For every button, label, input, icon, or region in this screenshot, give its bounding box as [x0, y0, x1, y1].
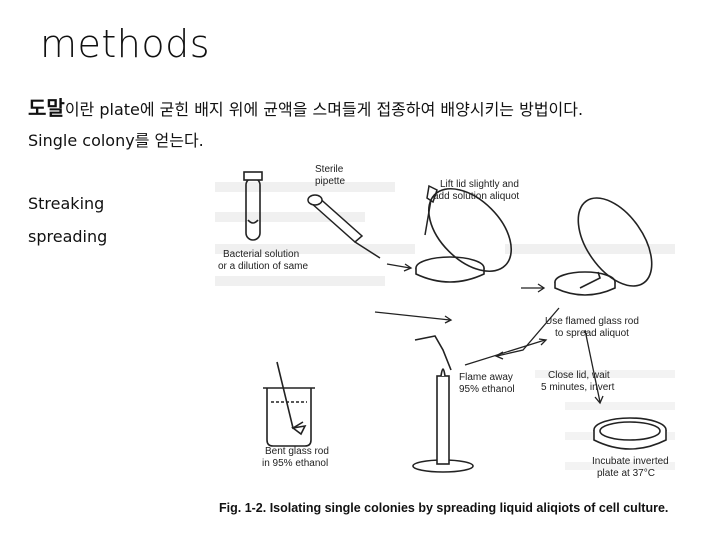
- label-close-lid-1: Close lid, wait: [548, 370, 610, 381]
- label-incubate-2: plate at 37°C: [597, 468, 655, 479]
- definition-term: 도말: [28, 96, 65, 120]
- figure-labels: Sterile pipette Lift lid slightly and ad…: [218, 164, 669, 479]
- process-arrows: [374, 263, 604, 405]
- petri-dish-lid-lifted: [415, 187, 513, 283]
- label-incubate-1: Incubate inverted: [592, 456, 669, 467]
- label-bacterial-solution-2: or a dilution of same: [218, 261, 308, 272]
- label-bent-rod-2: in 95% ethanol: [262, 458, 328, 469]
- petri-dish-inverted: [593, 417, 667, 450]
- spreading-figure: Sterile pipette Lift lid slightly and ad…: [215, 164, 675, 515]
- test-tube: [243, 171, 263, 241]
- label-flamed-rod-2: to spread aliquot: [555, 328, 629, 339]
- petri-dish-spreading: [554, 197, 653, 296]
- bunsen-burner: [412, 335, 474, 473]
- label-bacterial-solution-1: Bacterial solution: [223, 249, 299, 260]
- label-sterile-pipette-2: pipette: [315, 176, 345, 187]
- purpose-line: Single colony를 얻는다.: [28, 131, 204, 150]
- label-sterile-pipette-1: Sterile: [315, 164, 344, 175]
- sterile-pipette: [307, 194, 381, 259]
- slide-title: methods: [40, 22, 211, 66]
- label-close-lid-2: 5 minutes, invert: [541, 382, 615, 393]
- definition-line: 도말이란 plate에 굳힌 배지 위에 균액을 스며들게 접종하여 배양시키는…: [28, 92, 583, 121]
- label-flame-away-2: 95% ethanol: [459, 384, 515, 395]
- method-item-spreading: spreading: [28, 227, 108, 246]
- label-lift-lid-1: Lift lid slightly and: [440, 179, 519, 190]
- label-bent-rod-1: Bent glass rod: [265, 446, 329, 457]
- method-item-streaking: Streaking: [28, 194, 105, 213]
- definition-text: 이란 plate에 굳힌 배지 위에 균액을 스며들게 접종하여 배양시키는 방…: [64, 100, 584, 119]
- label-lift-lid-2: add solution aliquot: [433, 191, 519, 202]
- label-flame-away-1: Flame away: [459, 372, 513, 383]
- label-flamed-rod-1: Use flamed glass rod: [545, 316, 639, 327]
- ethanol-beaker: [263, 361, 315, 447]
- figure-caption: Fig. 1-2. Isolating single colonies by s…: [219, 501, 668, 515]
